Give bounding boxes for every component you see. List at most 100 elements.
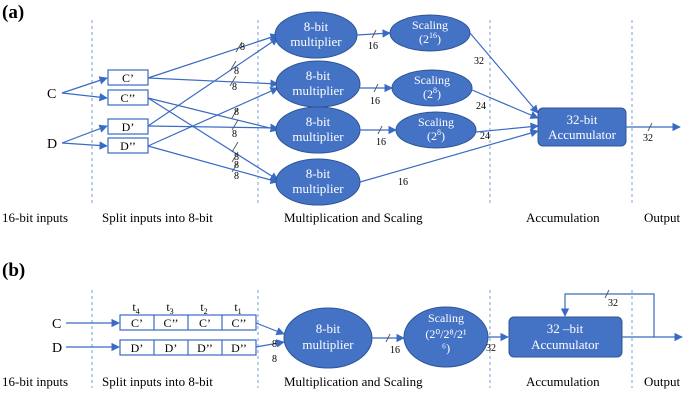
svg-text:⁶): ⁶) [442,341,450,355]
svg-text:16: 16 [398,177,408,188]
svg-text:Accumulator: Accumulator [531,337,600,352]
output-width-a: 32 [643,133,653,144]
svg-text:t1: t1 [234,300,241,316]
svg-text:8: 8 [234,160,239,171]
mult-out-width-b: 16 [390,345,400,356]
svg-text:16: 16 [376,137,386,148]
split-box-d2: D’’ [107,137,149,154]
scaled-out-width-b: 32 [486,343,496,354]
svg-text:multiplier: multiplier [290,34,342,49]
stage-b-output: Output [644,374,681,389]
split-box-c1: C’ [107,69,149,86]
stage-a-split: Split inputs into 8-bit [102,210,213,225]
svg-text:32: 32 [474,56,484,67]
scaling-unit-1: Scaling (216) [389,14,471,52]
feedback-width-b: 32 [608,298,618,309]
svg-text:D’: D’ [165,341,178,355]
time-labels: t4 t3 t2 t1 [132,300,241,316]
split-box-d1: D’ [107,118,149,135]
stage-a-inputs: 16-bit inputs [2,210,68,225]
width-labels-mult-out: 16 16 16 16 [368,29,408,188]
multiplier-4: 8-bit multiplier [275,158,361,206]
svg-text:(2⁰/2⁸/2¹: (2⁰/2⁸/2¹ [425,327,467,341]
svg-text:8: 8 [232,129,237,140]
svg-text:Accumulator: Accumulator [548,127,617,142]
scaling-unit-2: Scaling (28) [391,69,473,107]
stage-b-split: Split inputs into 8-bit [102,374,213,389]
svg-text:8-bit: 8-bit [304,19,329,34]
svg-text:(216): (216) [419,31,441,46]
stage-b-inputs: 16-bit inputs [2,374,68,389]
svg-text:Scaling: Scaling [418,115,454,129]
svg-text:8-bit: 8-bit [306,166,331,181]
panel-b: (b) C D t4 t3 t2 t1 C’ C’’ C’ C’’ [2,260,683,389]
svg-text:D’’: D’’ [120,139,136,153]
stage-a-output: Output [644,210,681,225]
input-d-label: D [47,137,57,152]
scaling-unit-3: Scaling (28) [395,111,477,149]
svg-text:C’’: C’’ [163,316,178,330]
mult-in-width-1: 8 [272,339,277,350]
svg-text:C’: C’ [131,316,143,330]
stage-b-accum: Accumulation [526,374,600,389]
scaling-unit-b: Scaling (2⁰/2⁸/2¹ ⁶) [403,306,489,368]
input-c-label: C [47,87,56,102]
svg-text:8-bit: 8-bit [316,321,341,336]
accumulator-b: 32 –bit Accumulator [508,316,623,358]
svg-text:Scaling: Scaling [412,18,448,32]
svg-text:multiplier: multiplier [292,83,344,98]
c-segment-row: C’ C’’ C’ C’’ [119,314,257,331]
input-d-label-b: D [52,341,62,356]
width-labels-scaled-out: 32 24 24 [474,56,490,142]
stage-b-mult: Multiplication and Scaling [284,374,423,389]
svg-text:C’’: C’’ [231,316,246,330]
svg-text:8: 8 [234,107,239,118]
svg-text:C’: C’ [199,316,211,330]
svg-text:t2: t2 [200,300,207,316]
d-segment-row: D’ D’ D’’ D’’ [119,339,257,356]
mult-in-width-2: 8 [272,354,277,365]
svg-text:multiplier: multiplier [292,129,344,144]
svg-text:8: 8 [232,82,237,93]
svg-text:16: 16 [370,96,380,107]
svg-text:t3: t3 [166,300,173,316]
svg-text:C’’: C’’ [120,91,135,105]
svg-text:24: 24 [480,131,490,142]
svg-text:16: 16 [368,41,378,52]
svg-text:8: 8 [234,66,239,77]
multiplier-1: 8-bit multiplier [274,11,358,59]
svg-text:C’: C’ [122,71,134,85]
split-box-c2: C’’ [107,89,149,106]
svg-text:D’’: D’’ [197,341,213,355]
svg-text:8-bit: 8-bit [306,114,331,129]
multiplier-2: 8-bit multiplier [275,60,361,108]
stage-a-accum: Accumulation [526,210,600,225]
multiplier-b: 8-bit multiplier [283,307,373,369]
stage-a-mult: Multiplication and Scaling [284,210,423,225]
svg-text:D’: D’ [131,341,144,355]
svg-text:Scaling: Scaling [414,73,450,87]
multiplier-3: 8-bit multiplier [275,106,361,154]
svg-text:(28): (28) [427,128,445,143]
svg-text:multiplier: multiplier [302,337,354,352]
accumulator-a: 32-bit Accumulator [537,107,627,147]
svg-text:D’: D’ [122,120,135,134]
svg-text:multiplier: multiplier [292,181,344,196]
svg-text:D’’: D’’ [231,341,247,355]
svg-text:(28): (28) [423,86,441,101]
width-labels-split: 8 8 8 8 8 8 8 8 [229,41,245,182]
panel-a-label: (a) [2,2,24,23]
svg-text:t4: t4 [132,300,139,316]
svg-text:Scaling: Scaling [428,311,464,325]
svg-text:8-bit: 8-bit [306,68,331,83]
svg-text:32 –bit: 32 –bit [547,321,584,336]
panel-a: (a) C D C’ C’’ D’ D’’ [2,2,681,225]
svg-text:8: 8 [234,171,239,182]
svg-text:32-bit: 32-bit [566,112,597,127]
svg-text:8: 8 [234,152,239,163]
svg-text:24: 24 [476,101,486,112]
svg-text:8: 8 [240,42,245,53]
input-c-label-b: C [52,317,61,332]
panel-b-label: (b) [2,260,25,281]
